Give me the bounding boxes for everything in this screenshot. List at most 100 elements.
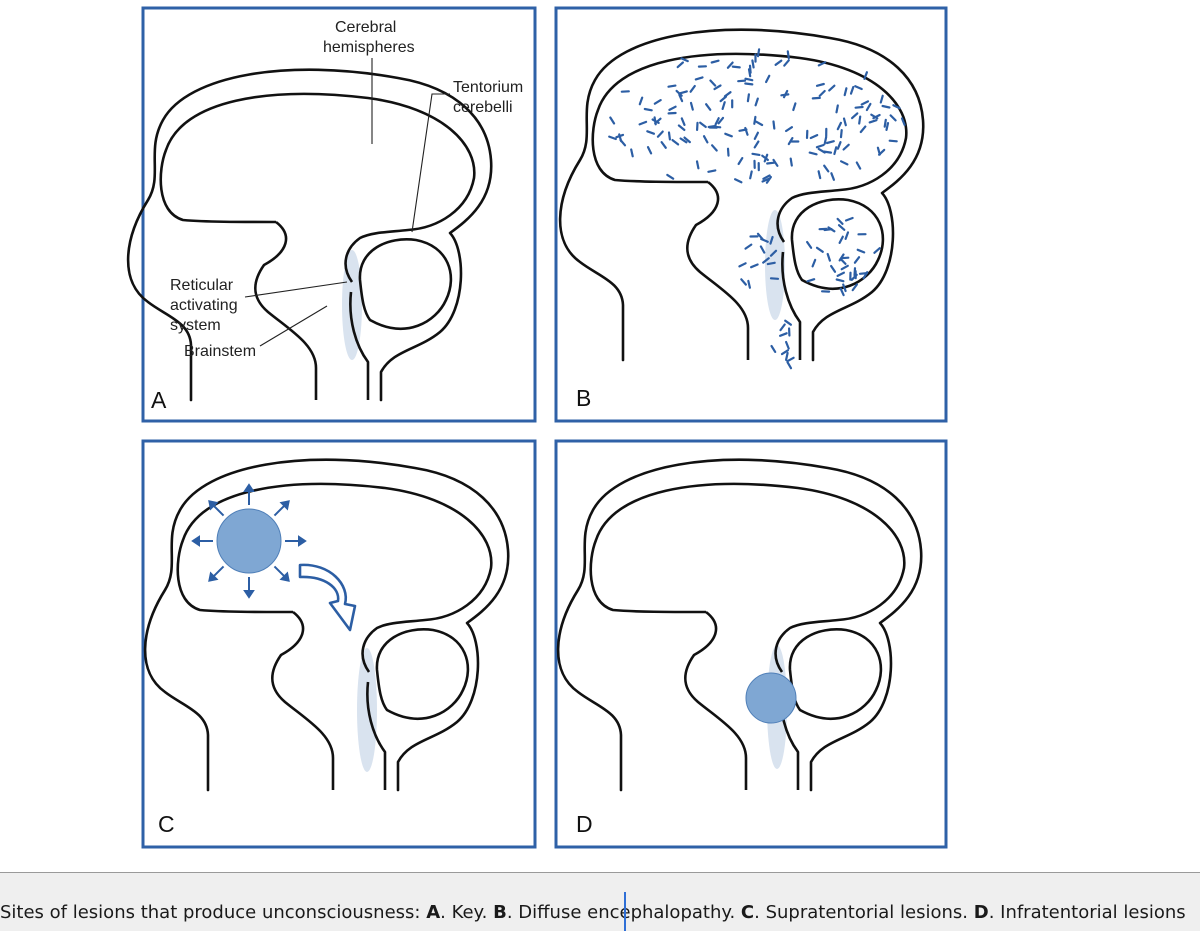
lesion-mark xyxy=(815,246,824,253)
lesion-mark xyxy=(746,93,751,103)
expansion-arrow-icon xyxy=(273,565,286,578)
lesion-mark xyxy=(737,157,744,166)
lesion-mark xyxy=(754,120,764,127)
lesion-mark xyxy=(850,112,859,120)
panel-letter-b: B xyxy=(576,385,591,411)
lesion-mark xyxy=(849,85,855,95)
arrowhead-icon xyxy=(243,590,255,599)
lesion-mark xyxy=(667,84,677,88)
lesion-mark xyxy=(838,235,844,244)
lesion-mark xyxy=(667,131,672,141)
lesion-mark xyxy=(805,240,813,249)
lesion-mark xyxy=(784,126,794,133)
lesion-mark xyxy=(862,271,869,280)
lesion-mark xyxy=(769,235,774,245)
lesion-mark xyxy=(859,125,867,134)
lesion-mark xyxy=(789,157,793,167)
figure-caption[interactable]: Sites of lesions that produce unconsciou… xyxy=(0,902,1186,924)
lesion-mark xyxy=(836,141,842,150)
lesion-mark xyxy=(830,172,836,181)
panel-d-frame xyxy=(554,439,948,849)
lesion-mark xyxy=(779,323,786,332)
lesion-mark xyxy=(879,94,884,104)
lesion-mark xyxy=(646,130,656,135)
lesion-mark xyxy=(678,90,688,95)
lesion-mark xyxy=(823,164,830,173)
lesion-mark xyxy=(679,137,688,144)
lesion-mark xyxy=(717,116,725,125)
brain-lesion-diagram: Cerebral hemispheres Tentorium cerebelli… xyxy=(126,6,948,849)
lesion-mark xyxy=(723,91,732,98)
label-activating: activating xyxy=(170,297,238,314)
lesion-mark xyxy=(854,85,863,91)
lesion-mark xyxy=(806,278,816,283)
lesion-mark xyxy=(851,283,859,292)
lesion-mark xyxy=(748,64,752,74)
expansion-arrow-icon xyxy=(212,504,225,517)
lesion-mark xyxy=(702,135,709,144)
panel-b: B xyxy=(558,28,925,411)
lesion-mark xyxy=(676,61,685,69)
lesion-mark xyxy=(744,243,753,250)
lesion-mark xyxy=(683,136,692,144)
lesion-mark xyxy=(784,351,789,361)
lesion-mark xyxy=(842,117,847,127)
lesion-mark xyxy=(699,121,707,129)
arrowhead-icon xyxy=(279,500,290,511)
arrowhead-icon xyxy=(208,500,219,511)
lesion-mark xyxy=(643,107,653,112)
brainstem-leader xyxy=(259,305,328,347)
lesion-mark xyxy=(860,100,870,106)
lesion-mark xyxy=(888,139,898,143)
panel-d: D xyxy=(556,458,923,837)
lesion-mark xyxy=(744,82,754,86)
lesion-mark xyxy=(680,117,686,127)
lesion-mark xyxy=(710,144,718,152)
lesion-mark xyxy=(853,256,861,264)
lesion-mark xyxy=(653,116,657,126)
caption-text-c: . Supratentorial lesions. xyxy=(754,902,974,923)
lesion-mark xyxy=(787,137,794,146)
label-reticular: Reticular xyxy=(170,277,234,294)
lesion-mark xyxy=(838,253,845,262)
lesion-mark xyxy=(842,143,850,151)
lesion-mark xyxy=(772,120,776,130)
caption-letter-a: A xyxy=(426,902,441,923)
caption-text-d: . Infratentorial lesions xyxy=(988,902,1186,923)
lesion-mark xyxy=(815,82,825,87)
lesion-mark xyxy=(710,59,720,64)
lesion-mark xyxy=(619,138,627,147)
lesion-mark xyxy=(712,125,722,129)
lesion-mark xyxy=(738,128,748,132)
caption-text-a: . Key. xyxy=(440,902,494,923)
arrowhead-icon xyxy=(191,535,200,547)
reticular-activating-system-band xyxy=(357,648,377,772)
expansion-arrow-icon xyxy=(212,565,225,578)
lesion-mark xyxy=(646,146,653,155)
lesion-mark xyxy=(704,103,712,111)
lesion-mark xyxy=(761,177,771,183)
lesion-mark xyxy=(707,169,717,173)
lesion-mark xyxy=(815,143,825,149)
lesion-mark xyxy=(656,130,664,138)
lesion-mark xyxy=(756,232,764,241)
lesion-mark xyxy=(689,101,694,111)
text-cursor xyxy=(624,892,626,931)
lesion-mark xyxy=(817,170,822,180)
lesion-mark xyxy=(666,173,675,180)
lesion-mark xyxy=(774,59,783,66)
lesion-mark xyxy=(900,117,906,127)
arrowhead-icon xyxy=(279,571,290,582)
lesion-mark xyxy=(737,79,747,83)
expansion-arrow-icon xyxy=(273,504,286,517)
lesion-mark xyxy=(837,224,846,231)
lesion-mark xyxy=(763,153,769,163)
lesion-mark xyxy=(855,161,862,170)
lesion-mark xyxy=(844,216,854,222)
lesion-mark xyxy=(660,141,667,149)
lesion-mark xyxy=(677,124,686,131)
lesion-mark xyxy=(817,61,827,67)
lesion-mark xyxy=(638,96,644,106)
lesion-mark xyxy=(792,102,797,112)
lesion-mark xyxy=(713,84,722,91)
